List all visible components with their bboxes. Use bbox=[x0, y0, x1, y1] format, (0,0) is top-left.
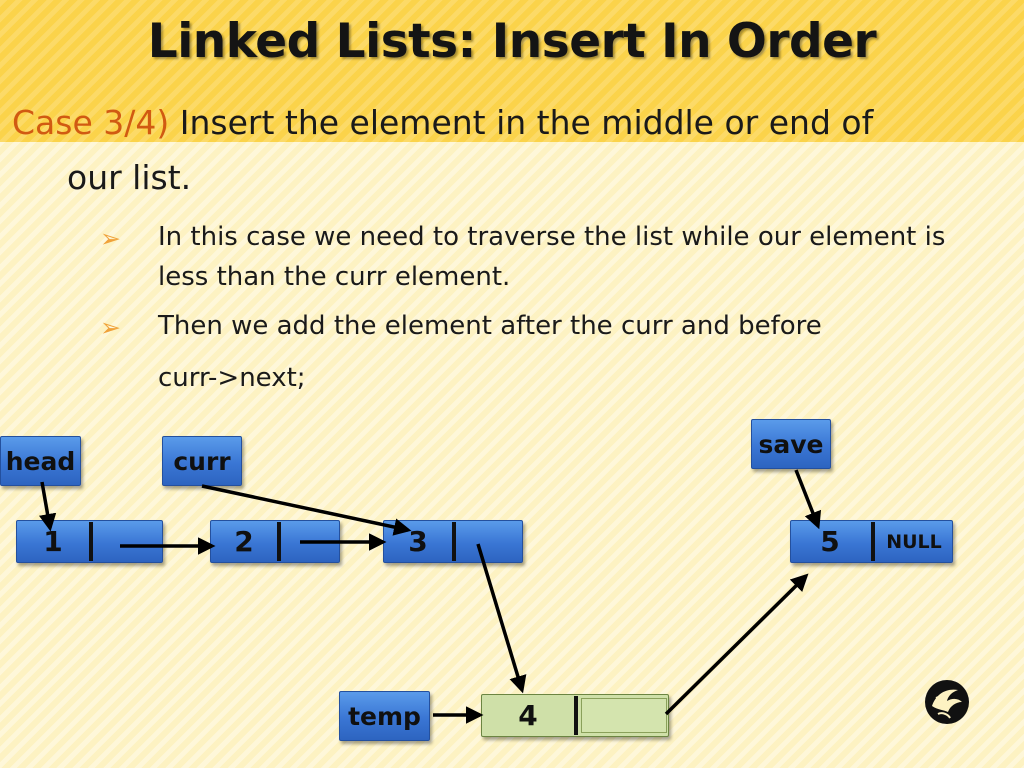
arrow-bullet-icon: ➢ bbox=[100, 313, 121, 342]
slide-title: Linked Lists: Insert In Order bbox=[147, 14, 877, 69]
save-pointer: save bbox=[751, 419, 831, 469]
bullet-2-line-2: curr->next; bbox=[158, 363, 306, 393]
arrow-node-4-to-node-5 bbox=[664, 573, 809, 716]
node-value: 3 bbox=[408, 525, 428, 558]
node-value: 5 bbox=[820, 525, 840, 558]
node-divider bbox=[574, 696, 578, 735]
node-divider bbox=[871, 522, 875, 561]
node-value: 4 bbox=[518, 699, 538, 732]
node-divider bbox=[452, 522, 456, 561]
list-node-5: 5 NULL bbox=[790, 520, 953, 563]
case-heading: Case 3/4) Insert the element in the midd… bbox=[12, 103, 873, 142]
arrow-curr-to-node-3 bbox=[201, 484, 412, 536]
node-value: 2 bbox=[234, 525, 254, 558]
node-next-field bbox=[581, 698, 667, 733]
bullet-2-line-1: Then we add the element after the curr a… bbox=[158, 311, 822, 341]
list-node-4-new: 4 bbox=[481, 694, 669, 737]
list-node-1: 1 bbox=[16, 520, 163, 563]
node-divider bbox=[89, 522, 93, 561]
null-label: NULL bbox=[886, 530, 942, 553]
case-continuation: our list. bbox=[67, 158, 192, 197]
arrow-bullet-icon: ➢ bbox=[100, 224, 121, 253]
curr-pointer: curr bbox=[162, 436, 242, 486]
pegasus-logo-icon bbox=[925, 680, 969, 724]
case-text: Insert the element in the middle or end … bbox=[179, 103, 874, 142]
arrow-head-to-node-1 bbox=[38, 481, 57, 532]
bullet-1-line-2: less than the curr element. bbox=[158, 262, 511, 292]
case-tag: Case 3/4) bbox=[12, 103, 170, 142]
bullet-1-line-1: In this case we need to traverse the lis… bbox=[158, 222, 946, 252]
head-pointer: head bbox=[0, 436, 81, 486]
title-band bbox=[0, 0, 1024, 142]
node-divider bbox=[277, 522, 281, 561]
node-value: 1 bbox=[43, 525, 63, 558]
arrow-save-to-node-5 bbox=[794, 469, 822, 530]
temp-pointer: temp bbox=[339, 691, 430, 741]
arrow-node-3-to-node-4 bbox=[476, 543, 527, 694]
